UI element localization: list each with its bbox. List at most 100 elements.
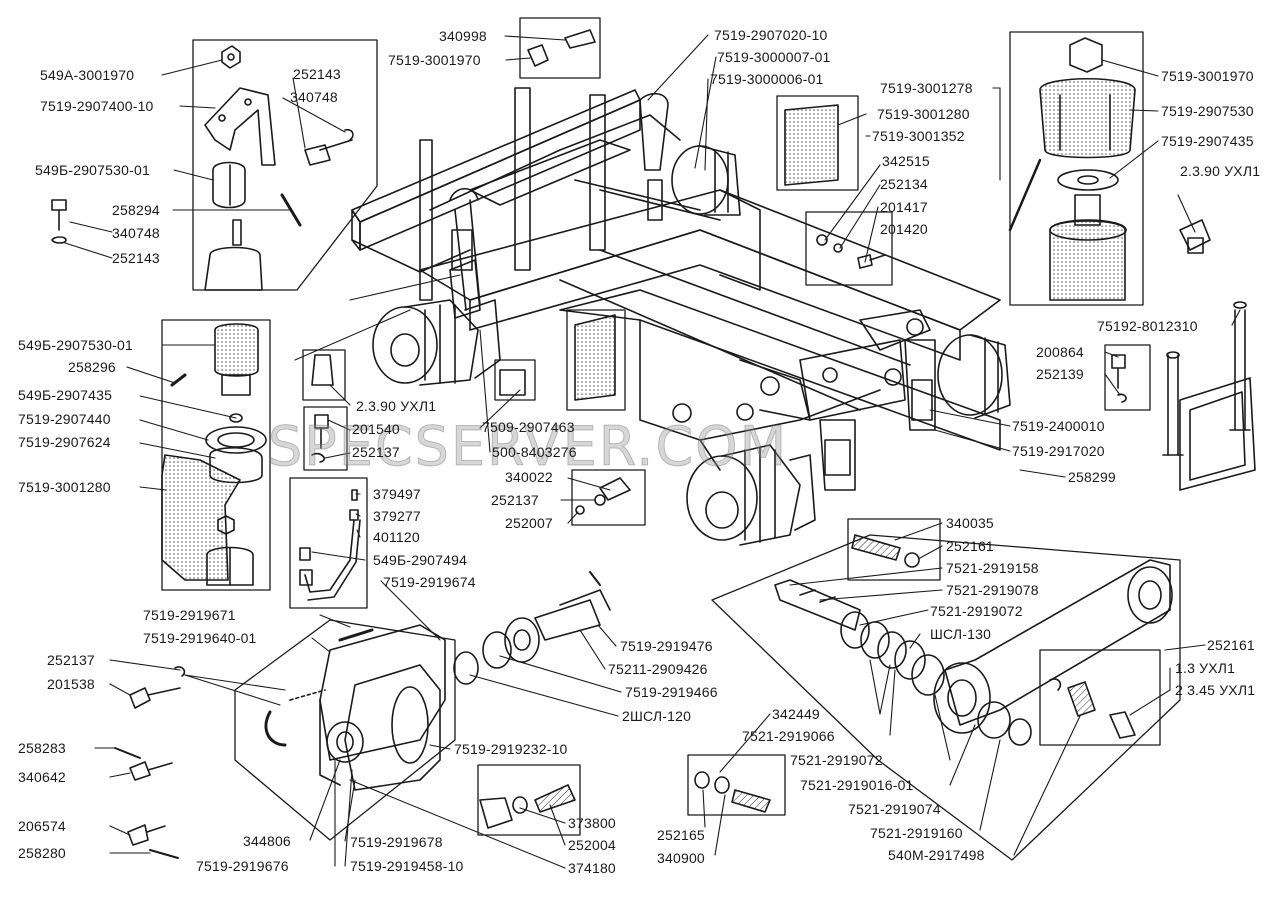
label-258294: 258294 [112,202,160,218]
label-342515: 342515 [882,153,930,169]
label-340022: 340022 [505,469,553,485]
watermark-text: SPECSERVER.COM [267,415,789,479]
label-374180: 374180 [568,860,616,876]
label-258280: 258280 [18,845,66,861]
label-7509-2907463: 7509-2907463 [482,419,575,435]
leader-lines [64,34,1241,869]
label-201540: 201540 [352,421,400,437]
label-252161: 252161 [946,538,994,554]
label-549B-2907494: 549Б-2907494 [373,552,468,568]
label-75211-2909426: 75211-2909426 [608,661,708,677]
label-2390-ukhl1: 2.3.90 УХЛ1 [1180,163,1261,179]
label-7519-3000006-01: 7519-3000006-01 [710,71,824,87]
label-340748-b: 340748 [112,225,160,241]
frame-top-left-bracket [192,39,378,291]
label-7519-2919466: 7519-2919466 [625,684,718,700]
label-shsl-130: ШСЛ-130 [930,626,992,642]
label-7519-3001352: 7519-3001352 [872,128,965,144]
wheel-hubs [372,145,1011,546]
label-7519-2917020: 7519-2917020 [1012,443,1105,459]
label-7519-2400010: 7519-2400010 [1012,418,1105,434]
label-379277: 379277 [373,508,421,524]
label-252139: 252139 [1036,366,1084,382]
label-7519-2919678: 7519-2919678 [350,834,443,850]
gearbox [114,624,446,859]
label-7519-2919640-01: 7519-2919640-01 [143,630,257,646]
label-7519-3001280: 7519-3001280 [877,106,970,122]
frame-grease-fitting [302,349,346,401]
label-340642: 340642 [18,769,66,785]
label-2390-ukhl1-b: 2.3.90 УХЛ1 [356,398,437,414]
label-342449: 342449 [772,706,820,722]
label-252143-b: 252143 [112,250,160,266]
cab-support-frame [1162,301,1256,491]
frame-bolt-340035 [847,518,941,581]
label-201420: 201420 [880,221,928,237]
frame-bolt-200864 [1104,344,1151,411]
frame-plate-3001280 [776,95,859,191]
frame-hose [289,477,368,609]
label-252165: 252165 [657,827,705,843]
label-7519-3001280-b: 7519-3001280 [18,479,111,495]
label-2-345-ukhl1: 2 3.45 УХЛ1 [1175,682,1256,698]
frame-bolt-340998 [519,17,601,79]
label-252137-c: 252137 [47,652,95,668]
label-252007: 252007 [505,515,553,531]
label-2shsl-120: 2ШСЛ-120 [622,708,692,724]
label-252137: 252137 [352,444,400,460]
frame-bolt-342449 [687,754,786,816]
label-7519-2919676: 7519-2919676 [196,858,289,874]
callout-frames [161,17,1181,861]
label-340035: 340035 [946,515,994,531]
label-7519-3001970-b: 7519-3001970 [1161,68,1254,84]
label-7519-2919476: 7519-2919476 [620,638,713,654]
label-7519-2907530: 7519-2907530 [1161,103,1254,119]
label-7521-2919160: 7521-2919160 [870,825,963,841]
hose-assembly [299,489,361,601]
label-13-ukhl1: 1.3 УХЛ1 [1175,660,1236,676]
frame-nozzle-252161 [1039,649,1161,746]
frame-bush-7509 [494,359,536,401]
label-7519-2919674: 7519-2919674 [383,574,476,590]
label-206574: 206574 [18,818,66,834]
label-7519-2907400-10: 7519-2907400-10 [40,98,154,114]
frame-bolt-373800 [477,764,581,836]
label-252134: 252134 [880,176,928,192]
label-7519-2907624: 7519-2907624 [18,434,111,450]
label-7521-2919072: 7521-2919072 [930,603,1023,619]
label-258299: 258299 [1068,469,1116,485]
label-549B-2907530-01-b: 549Б-2907530-01 [18,337,133,353]
label-201538: 201538 [47,676,95,692]
top-right-support-parts [1008,37,1211,301]
label-252161-b: 252161 [1207,637,1255,653]
label-252137-b: 252137 [491,492,539,508]
label-401120: 401120 [373,529,420,545]
label-7519-2919671: 7519-2919671 [143,607,236,623]
label-7519-3001278: 7519-3001278 [880,80,973,96]
label-7519-2907020-10: 7519-2907020-10 [714,27,828,43]
shaft-bearings [453,571,771,829]
label-7519-2919232-10: 7519-2919232-10 [454,741,568,757]
label-75192-8012310: 75192-8012310 [1097,318,1198,334]
frame-bolt-340022 [571,469,646,526]
label-379497: 379497 [373,486,421,502]
frame-bolt-201540 [303,406,348,471]
frame-shaft-assembly [711,534,1181,861]
label-258283: 258283 [18,740,66,756]
label-7521-2919072-b: 7521-2919072 [790,752,883,768]
label-252143: 252143 [293,66,341,82]
fasteners [311,29,1127,568]
label-340998: 340998 [439,28,487,44]
label-7519-3001970: 7519-3001970 [388,52,481,68]
label-252004: 252004 [568,837,616,853]
label-258296: 258296 [68,359,116,375]
label-7521-2919066: 7521-2919066 [742,728,835,744]
label-549B-2907435: 549Б-2907435 [18,387,113,403]
label-373800: 373800 [568,815,616,831]
steering-rods [449,179,936,491]
label-7521-2919016-01: 7521-2919016-01 [800,777,914,793]
left-clamp-parts [161,323,267,586]
label-7519-3000007-01: 7519-3000007-01 [717,49,831,65]
